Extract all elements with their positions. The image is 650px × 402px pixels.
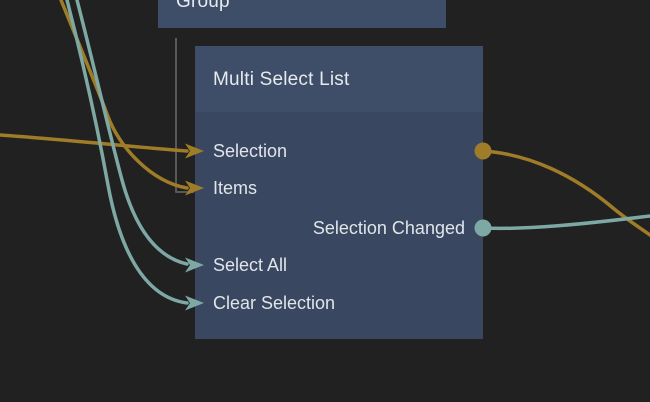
wire-gold-selection[interactable] bbox=[0, 133, 189, 153]
node-body bbox=[195, 112, 483, 339]
input-port-clear-selection[interactable]: Clear Selection bbox=[195, 290, 483, 316]
hierarchy-connector-line bbox=[175, 38, 194, 193]
input-port-label: Items bbox=[213, 178, 258, 198]
wire-teal-clear-selection[interactable] bbox=[65, 0, 189, 305]
wire-teal-select-all[interactable] bbox=[75, 0, 189, 266]
wire-gold-items[interactable] bbox=[59, 0, 189, 190]
input-port-label: Select All bbox=[213, 255, 288, 275]
input-port-selection[interactable]: Selection bbox=[195, 138, 483, 164]
input-port-select-all[interactable]: Select All bbox=[195, 252, 483, 278]
node-multi-select-list[interactable]: Multi Select List Selection Items Select… bbox=[195, 46, 483, 339]
multi-select-list-title: Multi Select List bbox=[213, 69, 350, 90]
node-group[interactable]: Group bbox=[158, 0, 446, 28]
output-port-label: Selection Changed bbox=[312, 218, 465, 238]
wire-gold-output[interactable] bbox=[481, 149, 650, 237]
node-header[interactable]: Multi Select List bbox=[195, 46, 483, 112]
wire-teal-selection-changed[interactable] bbox=[481, 214, 650, 231]
output-port-selection-changed[interactable]: Selection Changed bbox=[195, 215, 483, 241]
input-port-items[interactable]: Items bbox=[195, 175, 483, 201]
input-port-label: Clear Selection bbox=[213, 293, 336, 313]
group-node-title: Group bbox=[176, 0, 230, 12]
input-port-label: Selection bbox=[213, 141, 288, 161]
